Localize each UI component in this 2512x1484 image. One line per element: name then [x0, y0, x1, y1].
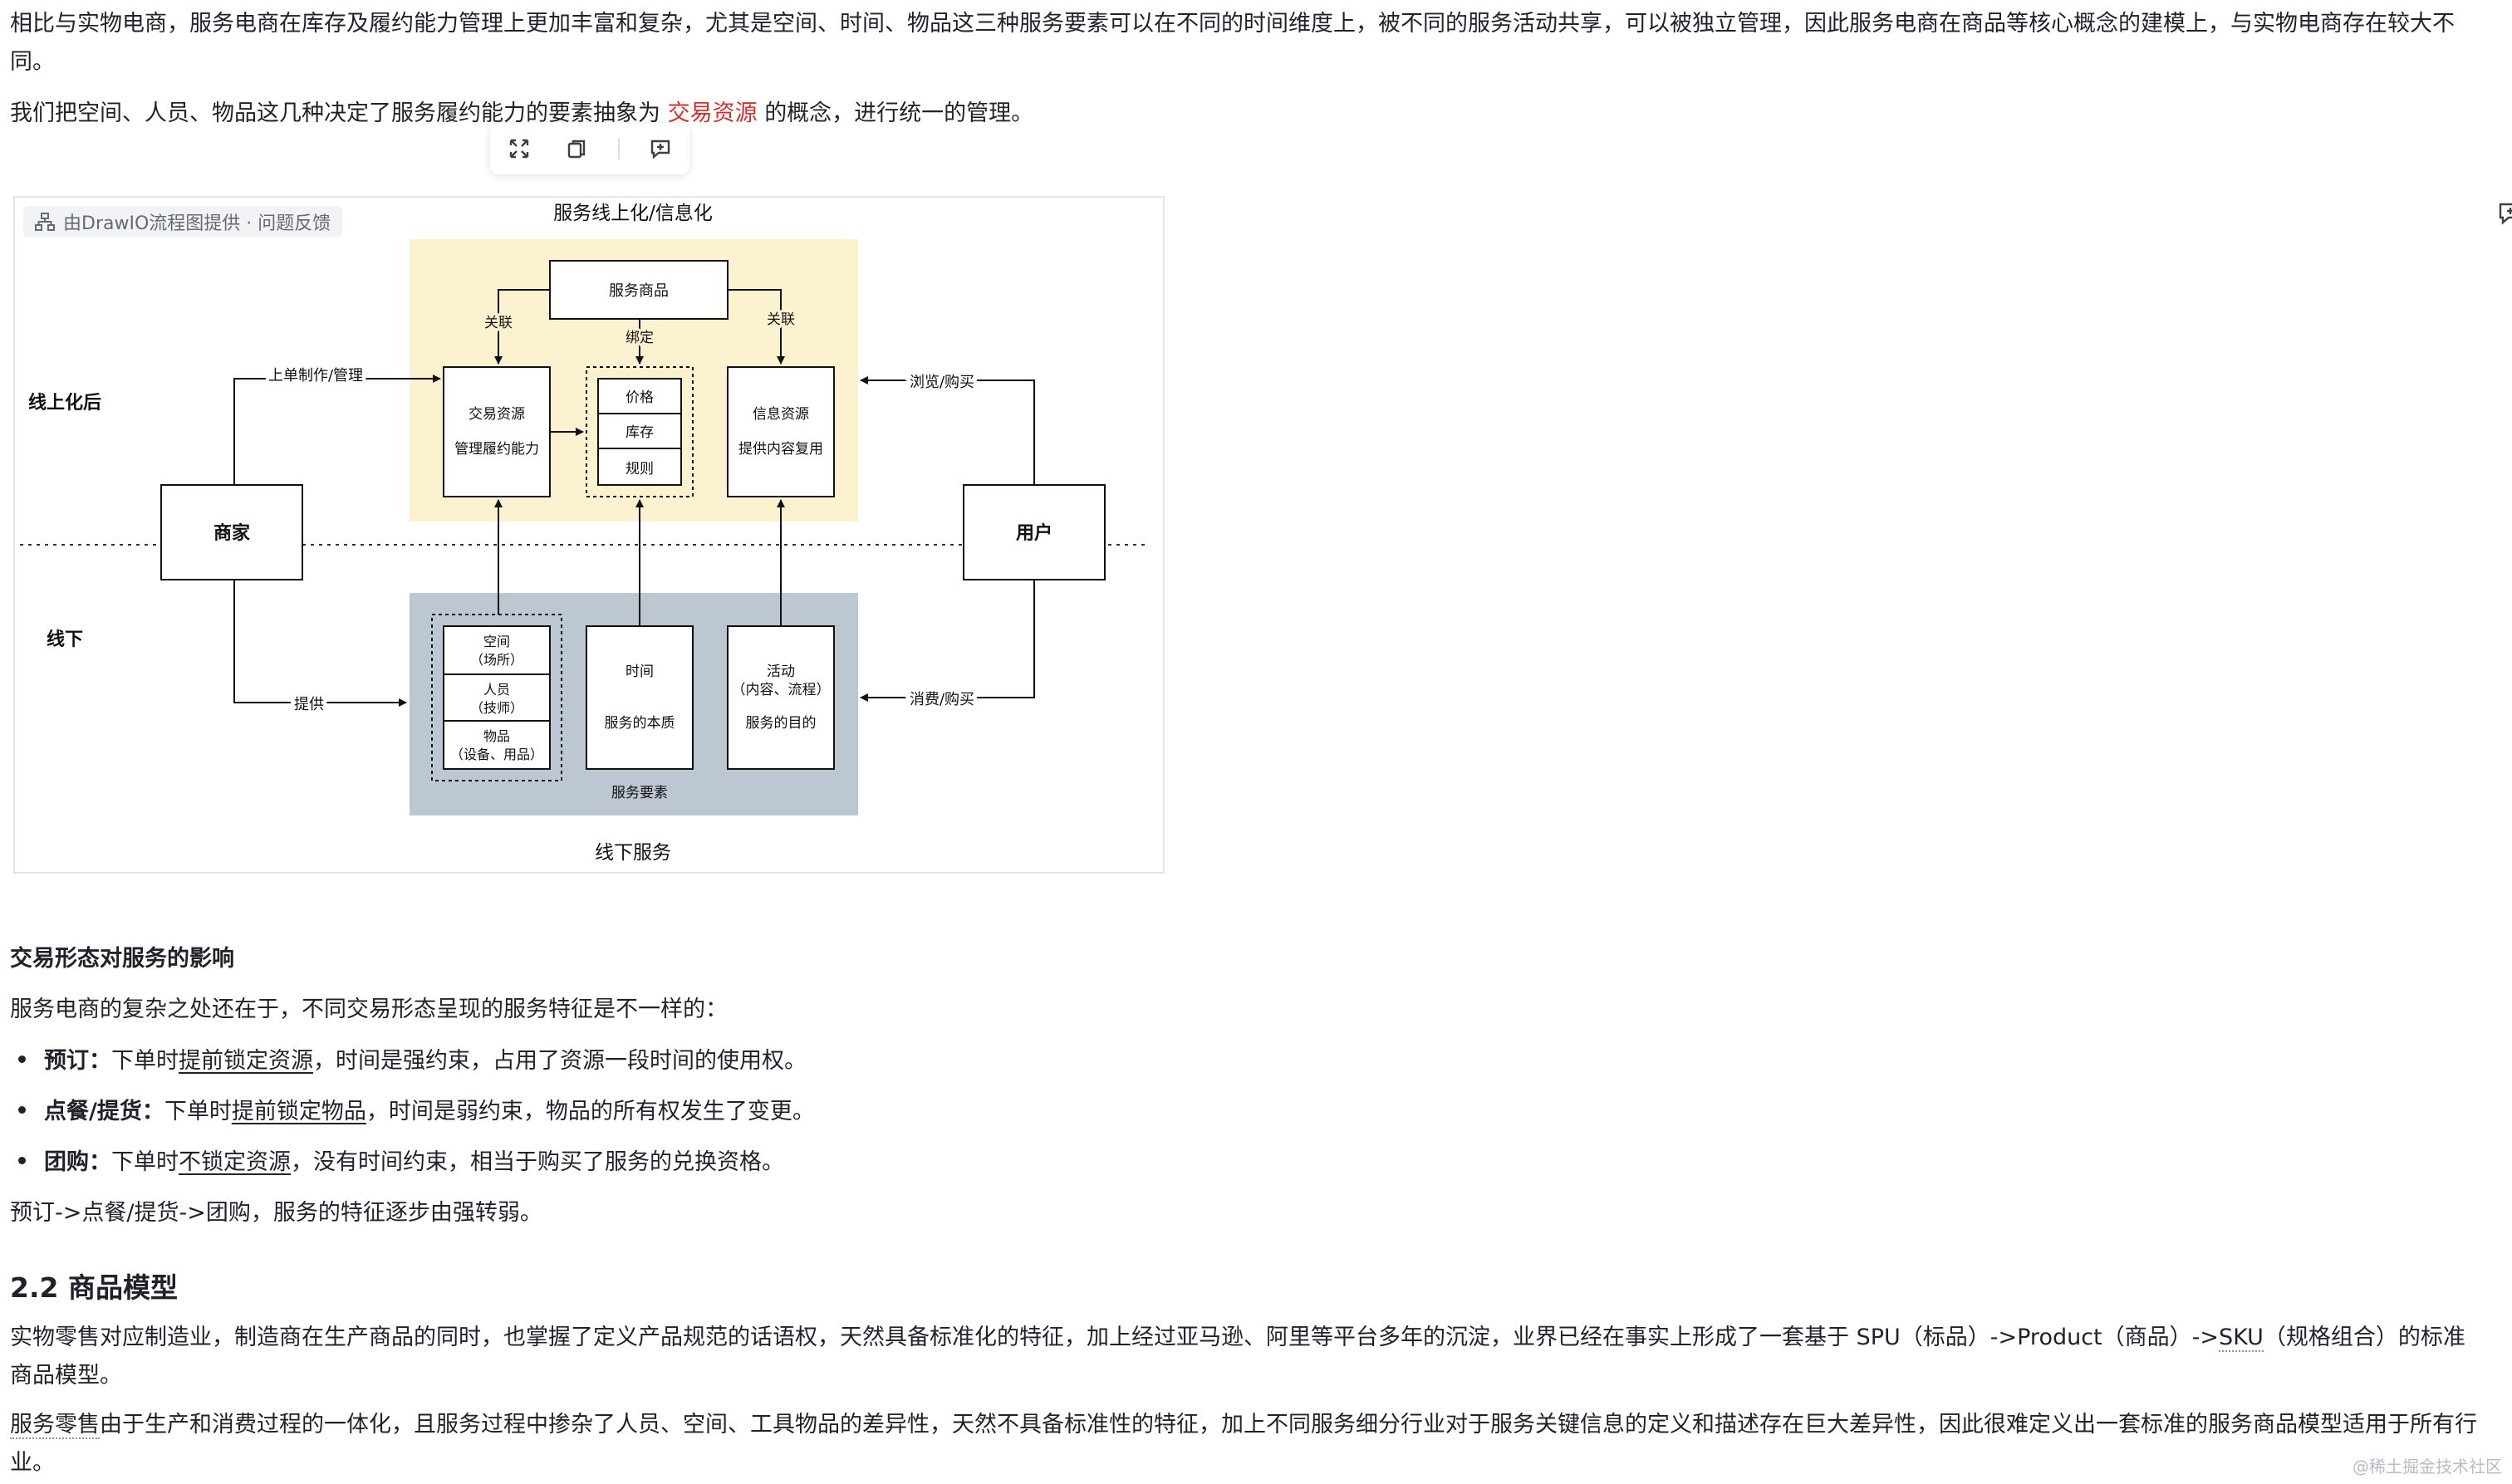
drawio-attribution[interactable]: 由DrawIO流程图提供 · 问题反馈 [23, 206, 343, 238]
activity-sub: （内容、流程） [732, 682, 831, 698]
diagram-toolbar [490, 123, 689, 174]
rules-box [597, 448, 682, 486]
bullet-icon [18, 1106, 26, 1114]
list-item: 点餐/提货：下单时提前锁定物品，时间是弱约束，物品的所有权发生了变更。 [18, 1093, 815, 1131]
order-make-label: 上单制作/管理 [268, 367, 363, 384]
item-box [443, 720, 551, 770]
person-label: 人员 [483, 682, 510, 698]
intro-p2-text-a: 我们把空间、人员、物品这几种决定了服务履约能力的要素抽象为 [10, 100, 660, 126]
info-resource-box [727, 366, 835, 497]
activity-label: 活动 [767, 664, 795, 680]
list-item-text: ，时间是强约束，占用了资源一段时间的使用权。 [313, 1048, 807, 1074]
list-item-underlined[interactable]: 提前锁定资源 [179, 1048, 313, 1074]
flowchart-icon [35, 213, 55, 231]
list-item-text: 下单时 [111, 1149, 179, 1175]
section-heading-trade-forms: 交易形态对服务的影响 [10, 946, 234, 972]
activity-box [727, 625, 835, 770]
user-box [963, 484, 1106, 580]
activity-sub2: 服务的目的 [746, 715, 817, 732]
list-item-text: ，时间是弱约束，物品的所有权发生了变更。 [366, 1099, 815, 1124]
list-item-text: 下单时 [111, 1048, 179, 1074]
item-label: 物品 [483, 728, 510, 744]
section1-intro: 服务电商的复杂之处还在于，不同交易形态呈现的服务特征是不一样的： [10, 997, 728, 1022]
browse-buy-label: 浏览/购买 [910, 374, 974, 391]
info-resource-sub: 提供内容复用 [738, 441, 823, 458]
list-item: 预订：下单时提前锁定资源，时间是强约束，占用了资源一段时间的使用权。 [18, 1042, 807, 1080]
section2-p1-text-b: （规格组合）的标准商品模型。 [10, 1325, 2465, 1388]
consume-buy-connector [860, 580, 1035, 702]
rel-left-label: 关联 [484, 315, 513, 331]
resource-elements-group [431, 614, 562, 781]
list-item-text: 下单时 [164, 1099, 232, 1124]
trade-resource-sub: 管理履约能力 [454, 441, 539, 458]
elements-label: 服务要素 [611, 785, 668, 801]
online-label: 线上化后 [28, 392, 101, 414]
list-item-label: 点餐/提货： [44, 1099, 164, 1124]
section-heading-product-model: 2.2 商品模型 [10, 1271, 178, 1304]
list-item-underlined[interactable]: 提前锁定物品 [231, 1099, 366, 1124]
price-stock-rules-group [586, 366, 694, 497]
list-item: 团购：下单时不锁定资源，没有时间约束，相当于购买了服务的兑换资格。 [18, 1144, 784, 1182]
section2-paragraph-2: 服务零售由于生产和消费过程的一体化，且服务过程中掺杂了人员、空间、工具物品的差异… [10, 1406, 2477, 1482]
bind-label: 绑定 [626, 330, 654, 346]
intro-paragraph-2: 我们把空间、人员、物品这几种决定了服务履约能力的要素抽象为 交易资源 的概念，进… [10, 95, 2477, 133]
space-box [443, 625, 551, 675]
service-retail-term[interactable]: 服务零售 [10, 1412, 100, 1439]
stock-box [597, 413, 682, 449]
provide-label: 提供 [294, 696, 324, 713]
offline-label: 线下 [47, 629, 83, 650]
list-item-underlined[interactable]: 不锁定资源 [179, 1149, 291, 1175]
copy-icon[interactable] [560, 132, 593, 165]
rel-right-label: 关联 [767, 311, 795, 328]
service-product-label: 服务商品 [609, 282, 669, 300]
section2-p2-text: 由于生产和消费过程的一体化，且服务过程中掺杂了人员、空间、工具物品的差异性，天然… [10, 1412, 2477, 1476]
space-label: 空间 [483, 634, 510, 649]
bottom-title: 线下服务 [595, 842, 671, 864]
sku-term[interactable]: SKU [2219, 1325, 2264, 1352]
trade-resource-box [443, 366, 551, 497]
time-sub: 服务的本质 [605, 715, 675, 732]
toolbar-separator [617, 138, 620, 159]
merchant-box [160, 484, 303, 580]
time-label: 时间 [626, 664, 654, 680]
item-sub: （设备、用品） [450, 747, 543, 762]
consume-buy-label: 消费/购买 [910, 691, 974, 708]
top-title: 服务线上化/信息化 [553, 203, 713, 224]
list-item-text: ，没有时间约束，相当于购买了服务的兑换资格。 [291, 1149, 784, 1175]
section2-p1-text-a: 实物零售对应制造业，制造商在生产商品的同时，也掌握了定义产品规范的话语权，天然具… [10, 1325, 2220, 1350]
bullet-icon [18, 1157, 26, 1164]
section2-paragraph-1: 实物零售对应制造业，制造商在生产商品的同时，也掌握了定义产品规范的话语权，天然具… [10, 1319, 2477, 1395]
person-sub: （技师） [470, 700, 523, 716]
rel-left-connector [494, 289, 550, 365]
info-resource-label: 信息资源 [753, 406, 809, 423]
drawio-attribution-text: 由DrawIO流程图提供 · 问题反馈 [63, 213, 331, 234]
intro-paragraph-1: 相比与实物电商，服务电商在库存及履约能力管理上更加丰富和复杂，尤其是空间、时间、… [10, 11, 2455, 75]
service-product-box [549, 260, 729, 320]
browse-buy-connector [860, 376, 1035, 485]
time-box [586, 625, 694, 770]
space-sub: （场所） [470, 652, 523, 668]
order-make-connector [233, 375, 441, 485]
add-comment-icon[interactable] [2497, 199, 2512, 229]
user-label: 用户 [1016, 522, 1052, 544]
rel-right-connector [728, 289, 785, 365]
merchant-label: 商家 [213, 522, 251, 544]
rules-label: 规则 [626, 461, 654, 478]
person-box [443, 673, 551, 722]
list-item-label: 预订： [44, 1048, 111, 1074]
trade-resource-label: 交易资源 [469, 406, 525, 423]
intro-p2-text-b: 的概念，进行统一的管理。 [764, 100, 1034, 126]
watermark: @稀土掘金技术社区 [2353, 1457, 2502, 1477]
bullet-icon [18, 1055, 26, 1063]
section1-summary: 预订->点餐/提货->团购，服务的特征逐步由强转弱。 [10, 1200, 542, 1226]
price-box [597, 378, 682, 414]
list-item-label: 团购： [44, 1149, 111, 1175]
stock-label: 库存 [626, 424, 654, 441]
price-label: 价格 [626, 389, 654, 406]
trade-resource-highlight[interactable]: 交易资源 [667, 100, 758, 126]
provide-connector [233, 580, 407, 707]
fullscreen-icon[interactable] [503, 132, 536, 165]
comment-add-icon[interactable] [644, 132, 677, 165]
